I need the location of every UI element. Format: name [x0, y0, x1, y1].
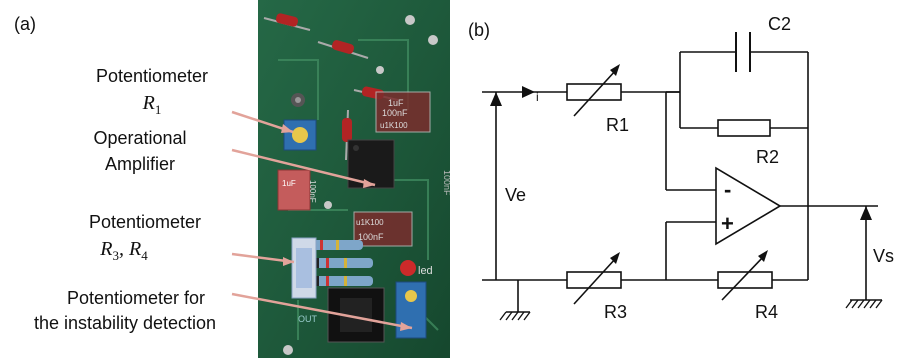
panel-b-label: (b): [468, 20, 490, 40]
potentiometer-r3r4: [291, 237, 317, 299]
resistor-3: [303, 258, 373, 268]
svg-text:100nF: 100nF: [382, 108, 408, 118]
svg-text:u1K100: u1K100: [380, 121, 408, 130]
symbol-r3-sub: 3: [112, 248, 120, 263]
symbol-sep: ,: [119, 238, 124, 260]
label-plus: +: [721, 211, 734, 236]
resistor-1: 1uF: [277, 169, 311, 211]
panel-a-label: (a): [14, 14, 36, 34]
potentiometer-r1: [283, 119, 317, 151]
led: led: [400, 260, 433, 277]
annotation-pot-r1-title: Potentiometer: [95, 66, 209, 86]
diode-top-2: [317, 40, 369, 59]
ve-arrow-icon: [490, 92, 502, 106]
board-side-label: 100nF: [442, 170, 450, 196]
svg-text:led: led: [418, 265, 433, 277]
label-r2: R2: [756, 147, 779, 167]
ground-left-icon: [499, 311, 531, 321]
capacitor-1uf: 1uF 100nF u1K100: [375, 91, 431, 133]
resistor-r2: [717, 119, 771, 137]
circuit-schematic: (b): [468, 14, 894, 322]
label-c2: C2: [768, 14, 791, 34]
resistor-r4: [717, 250, 773, 301]
dip-socket: [327, 287, 385, 343]
svg-text:100nF: 100nF: [358, 232, 384, 242]
svg-text:1uF: 1uF: [388, 98, 404, 108]
symbol-r4-base: R: [129, 238, 142, 260]
label-ve: Ve: [505, 185, 526, 205]
svg-text:1uF: 1uF: [282, 179, 296, 188]
opamp-symbol: [715, 166, 782, 246]
ground-right-icon: [845, 299, 883, 309]
resistor-r1: [566, 64, 622, 117]
opamp-chip: [347, 139, 395, 189]
potentiometer-instability: [395, 281, 427, 339]
label-vs: Vs: [873, 246, 894, 266]
symbol-r3-base: R: [100, 238, 113, 260]
resistor-r3: [566, 252, 622, 305]
label-r3: R3: [604, 302, 627, 322]
annotation-opamp-line1: Operational: [93, 128, 187, 148]
symbol-r1-base: R: [142, 92, 155, 114]
annotation-pot-r1-symbol: R1: [143, 92, 162, 118]
pcb-holes: [283, 15, 438, 355]
svg-text:u1K100: u1K100: [356, 218, 384, 227]
annotation-pot-instab-line2: the instability detection: [33, 313, 217, 333]
label-r4: R4: [755, 302, 778, 322]
current-arrow-icon: [522, 86, 535, 98]
board-out-label: OUT: [298, 314, 318, 324]
wires: [482, 51, 882, 313]
label-r1: R1: [606, 115, 629, 135]
resistor-4: [303, 276, 373, 286]
capacitor-c2: [735, 32, 751, 72]
diode-top-1: [263, 13, 311, 31]
capacitor-100nf: u1K100 100nF: [353, 211, 413, 247]
annotation-pot-r3r4-title: Potentiometer: [88, 212, 202, 232]
board-res-label: 100nF: [308, 180, 317, 203]
label-minus: -: [724, 177, 731, 202]
annotation-pot-r3r4-symbol: R3, R4: [100, 238, 147, 264]
label-current: i: [536, 90, 539, 104]
symbol-r1-sub: 1: [154, 102, 162, 117]
annotation-opamp-line2: Amplifier: [104, 154, 176, 174]
vs-arrow-icon: [860, 206, 872, 220]
pcb-photo: 1uF 100nF u1K100 u1K100 100nF 1uF: [258, 0, 450, 358]
symbol-r4-sub: 4: [141, 248, 148, 263]
annotation-pot-instab-line1: Potentiometer for: [66, 288, 206, 308]
